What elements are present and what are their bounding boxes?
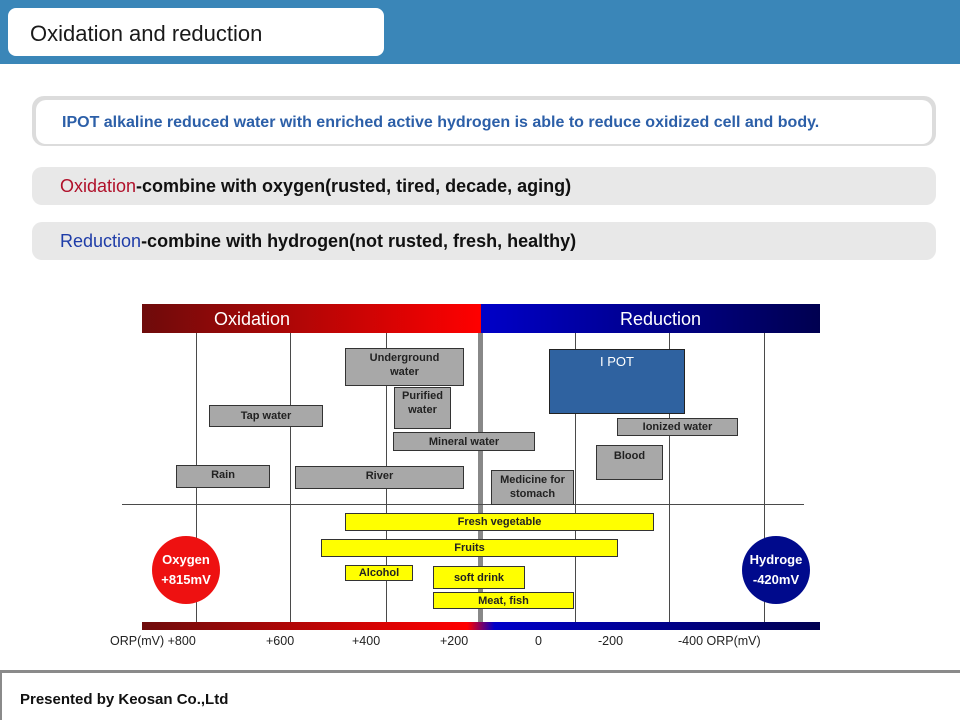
purified-water-line1: Purified <box>402 390 443 402</box>
oxidation-definition: Oxidation-combine with oxygen(rusted, ti… <box>32 167 936 205</box>
tick-label: ORP(mV) +800 <box>110 634 196 648</box>
reduction-definition-text: Reduction-combine with hydrogen(not rust… <box>60 231 576 252</box>
grid-line <box>290 333 291 623</box>
hydrogen-label: Hydroge <box>749 552 803 567</box>
oxygen-value: +815mV <box>161 572 211 587</box>
medicine-line1: Medicine for <box>500 474 565 486</box>
footer-divider <box>0 670 960 673</box>
banner: IPOT alkaline reduced water with enriche… <box>32 96 936 146</box>
orp-scale-bar <box>142 622 820 630</box>
oxidation-definition-text: Oxidation-combine with oxygen(rusted, ti… <box>60 176 571 197</box>
center-line <box>478 333 483 623</box>
purified-water-line2: water <box>408 404 437 416</box>
reduction-header-label: Reduction <box>620 309 702 329</box>
fresh-vegetable-bar: Fresh vegetable <box>345 513 654 531</box>
meat-fish-bar: Meat, fish <box>433 592 574 609</box>
medicine-line2: stomach <box>509 488 556 500</box>
underground-water-line2: water <box>390 366 419 378</box>
tick-label: +400 <box>352 634 381 648</box>
grid-line <box>764 333 765 623</box>
reduction-desc: -combine with hydrogen(not rusted, fresh… <box>141 231 577 251</box>
oxygen-circle: Oxygen +815mV <box>152 536 220 604</box>
blood-box: Blood <box>596 445 663 480</box>
divider-line <box>122 504 804 505</box>
oxidation-header-label: Oxidation <box>214 309 291 329</box>
hydrogen-value: -420mV <box>752 572 800 587</box>
tick-label: -400 ORP(mV) <box>678 634 761 648</box>
tick-label: +600 <box>266 634 295 648</box>
river-box: River <box>295 466 464 489</box>
oxidation-desc: -combine with oxygen(rusted, tired, deca… <box>136 176 572 196</box>
fruits-bar: Fruits <box>321 539 618 557</box>
footer-border <box>0 673 2 720</box>
banner-inner: IPOT alkaline reduced water with enriche… <box>36 100 932 144</box>
mineral-water-box: Mineral water <box>393 432 535 451</box>
banner-text: IPOT alkaline reduced water with enriche… <box>62 114 820 131</box>
grid-line <box>575 333 576 623</box>
tick-label: 0 <box>535 634 542 648</box>
alcohol-bar: Alcohol <box>345 565 413 581</box>
reduction-definition: Reduction-combine with hydrogen(not rust… <box>32 222 936 260</box>
underground-water-box: Underground water <box>345 348 464 386</box>
tick-label: +200 <box>440 634 469 648</box>
tap-water-box: Tap water <box>209 405 323 427</box>
rain-box: Rain <box>176 465 270 488</box>
footer-credit: Presented by Keosan Co.,Ltd <box>20 691 229 708</box>
oxidation-term: Oxidation <box>60 176 137 196</box>
ipot-box: I POT <box>549 349 685 414</box>
page-title: Oxidation and reduction <box>30 21 263 46</box>
ionized-water-box: Ionized water <box>617 418 738 436</box>
reduction-header: Reduction <box>481 304 820 333</box>
soft-drink-bar: soft drink <box>433 566 525 589</box>
reduction-term: Reduction <box>60 231 142 251</box>
medicine-box: Medicine for stomach <box>491 470 574 505</box>
hydrogen-circle: Hydroge -420mV <box>742 536 810 604</box>
oxidation-header: Oxidation <box>142 304 481 333</box>
title-box: Oxidation and reduction <box>8 8 384 56</box>
grid-line <box>669 333 670 623</box>
underground-water-line1: Underground <box>369 352 440 364</box>
oxygen-label: Oxygen <box>162 552 210 567</box>
tick-label: -200 <box>598 634 624 648</box>
purified-water-box: Purified water <box>394 387 451 429</box>
